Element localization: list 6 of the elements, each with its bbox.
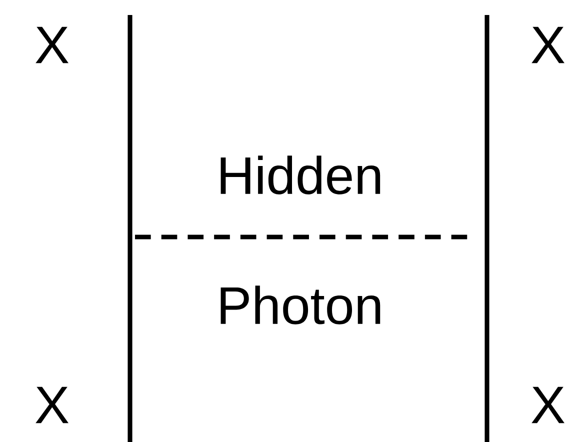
particle-label: X xyxy=(532,26,564,64)
particle-label: X xyxy=(36,26,68,64)
particle-label: X xyxy=(36,386,68,424)
line-label: Hidden xyxy=(220,156,380,194)
line-label: Photon xyxy=(220,286,380,324)
particle-label: X xyxy=(532,386,564,424)
